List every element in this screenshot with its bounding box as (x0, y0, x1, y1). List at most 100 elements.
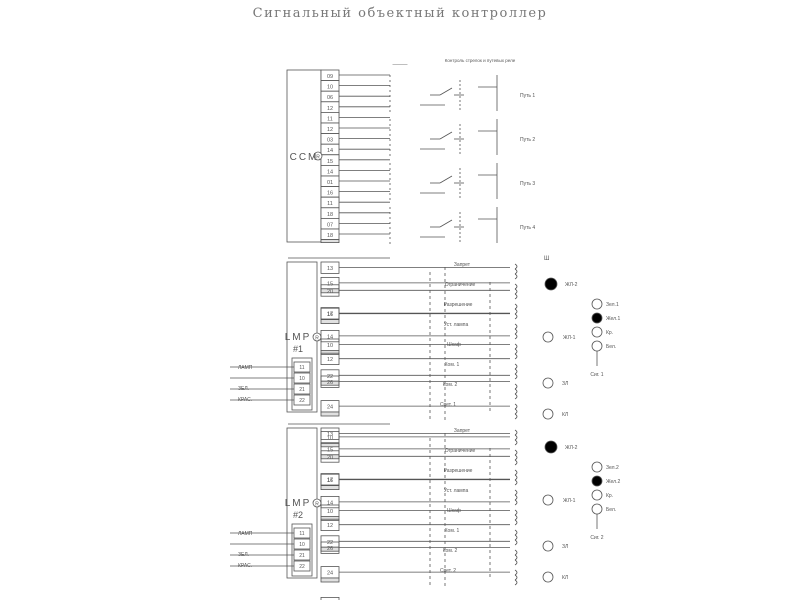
lmp2-relay-coil (514, 529, 518, 546)
lmp2-terminal-number: 22 (327, 540, 333, 546)
lmp1-top-label: Ш (544, 256, 550, 262)
coil-turn (514, 449, 518, 456)
ccm-terminal-number: 01 (327, 180, 333, 186)
coil-turn (514, 479, 518, 486)
lmp1-circuit-label: Шкаф (447, 342, 461, 348)
lmp1-terminal-number: 17 (327, 312, 333, 318)
lmp2-circuit-label: Запрет (454, 428, 471, 434)
lmp2-relay-coil (514, 469, 518, 486)
lmp1-sub-terminal-number: 10 (299, 376, 305, 382)
lmp1-number: #1 (293, 344, 303, 354)
lmp1-circuit-label: Ком. 1 (445, 362, 460, 368)
wiring-structure (230, 69, 603, 600)
lmp1-terminal-number: 10 (327, 435, 333, 441)
lmp1-terminal-number: 16 (327, 312, 333, 318)
lmp2-side-label: Зел.2 (606, 465, 619, 471)
lmp1-side-lamp-filled (591, 312, 603, 324)
coil-turn (514, 348, 518, 355)
lmp2-terminal-number: 14 (327, 500, 333, 506)
lmp1-circuit-label: Запрет (454, 262, 471, 268)
lmp2-terminal-number: 16 (327, 478, 333, 484)
lmp2-lamp-open (542, 571, 554, 583)
lmp2-signal-label: ЗЛ (562, 544, 568, 550)
lmp2-group-separator (320, 577, 340, 583)
ccm-label: CCM (290, 152, 319, 163)
lmp2-side-label: Кр. (606, 493, 613, 499)
lmp1-relay-coil (514, 303, 518, 320)
lmp2-group-separator (320, 516, 340, 521)
lmp2-terminal-number: 24 (327, 571, 333, 577)
coil-turn (514, 383, 518, 390)
lmp2-sub-terminal-number: 22 (299, 564, 305, 570)
coil-turn (514, 308, 518, 315)
ccm-terminal-number: 14 (327, 148, 333, 154)
lmp1-lamp-open (542, 331, 554, 343)
lmp1-circuit-label: Ограничение (445, 282, 476, 288)
contact-blade (439, 219, 453, 228)
ccm-terminal-number: 07 (327, 222, 333, 228)
coil-turn (514, 353, 518, 360)
lmp2-circuit-label: Уст. лампа (444, 488, 469, 494)
lmp1-relay-coil (514, 343, 518, 360)
lmp2-terminal-number: 17 (327, 478, 333, 484)
lmp2-terminal-number: 13 (327, 432, 333, 438)
lmp1-circuit-label: Ком. 2 (443, 382, 458, 388)
lmp1-relay-coil (514, 363, 518, 380)
ccm-track-label: Путь 3 (520, 181, 535, 187)
ccm-header-right: Контроль стрелок и путевых реле (445, 58, 516, 63)
lmp1-terminal-number: 26 (327, 380, 333, 386)
lmp2-sub-terminal-number: 11 (299, 531, 304, 537)
lmp2-label: LMP (285, 498, 312, 509)
ccm-terminal-number: 06 (327, 95, 333, 101)
lmp2-relay-coil (514, 489, 518, 506)
ccm-terminal-number: 14 (327, 169, 333, 175)
lmp2-terminal-cell (320, 597, 340, 600)
coil-turn (514, 429, 518, 436)
lmp2-external-label: ЛАМП (238, 531, 253, 537)
diagram-title: Сигнальный объектный контроллер (252, 6, 548, 21)
lmp2-circuit-label: Свет. 2 (440, 568, 456, 574)
lmp1-terminal-number: 20 (327, 289, 333, 295)
coil-turn (514, 554, 518, 561)
lmp2-group-separator (320, 485, 340, 491)
lmp1-side-label: Кр. (606, 330, 613, 336)
coil-turn (514, 293, 518, 300)
lmp1-signal-label: ЖЛ-1 (563, 335, 576, 341)
lmp2-relay-coil (514, 449, 518, 466)
lmp2-side-lamp-filled (591, 475, 603, 487)
coil-turn (514, 514, 518, 521)
coil-turn (514, 459, 518, 466)
lmp2-marker (312, 498, 322, 508)
lmp1-bottom-label: Сиг. 1 (590, 372, 603, 378)
coil-turn (514, 494, 518, 501)
lmp1-terminal-number: 22 (327, 374, 333, 380)
coil-turn (514, 509, 518, 516)
coil-turn (514, 454, 518, 461)
lmp1-side-label: Бел. (606, 344, 616, 350)
coil-turn (514, 388, 518, 395)
lmp1-signal-label: КЛ (562, 412, 568, 418)
lmp2-circuit-label: Ограничение (445, 448, 476, 454)
lmp2-relay-coil (514, 509, 518, 526)
lmp1-side-lamp-open (591, 326, 603, 338)
lmp1-terminal-number: 14 (327, 334, 333, 340)
coil-turn (514, 569, 518, 576)
lmp1-relay-coil (514, 283, 518, 300)
lmp2-circuit-label: Шкаф (447, 508, 461, 514)
coil-turn (514, 283, 518, 290)
coil-turn (514, 413, 518, 420)
lmp1-side-label: Жел.1 (606, 316, 620, 322)
lmp1-relay-coil (514, 403, 518, 420)
lmp2-lamp-open (542, 494, 554, 506)
lmp2-side-lamp-open (591, 489, 603, 501)
coil-turn (514, 368, 518, 375)
ccm-marker (313, 151, 323, 161)
coil-turn (514, 363, 518, 370)
lmp2-terminal-number: 20 (327, 455, 333, 461)
coil-turn (514, 343, 518, 350)
lmp2-sub-terminal-number: 10 (299, 542, 305, 548)
coil-turn (514, 263, 518, 270)
lmp1-lamp-open (542, 408, 554, 420)
lmp1-relay-coil (514, 323, 518, 340)
